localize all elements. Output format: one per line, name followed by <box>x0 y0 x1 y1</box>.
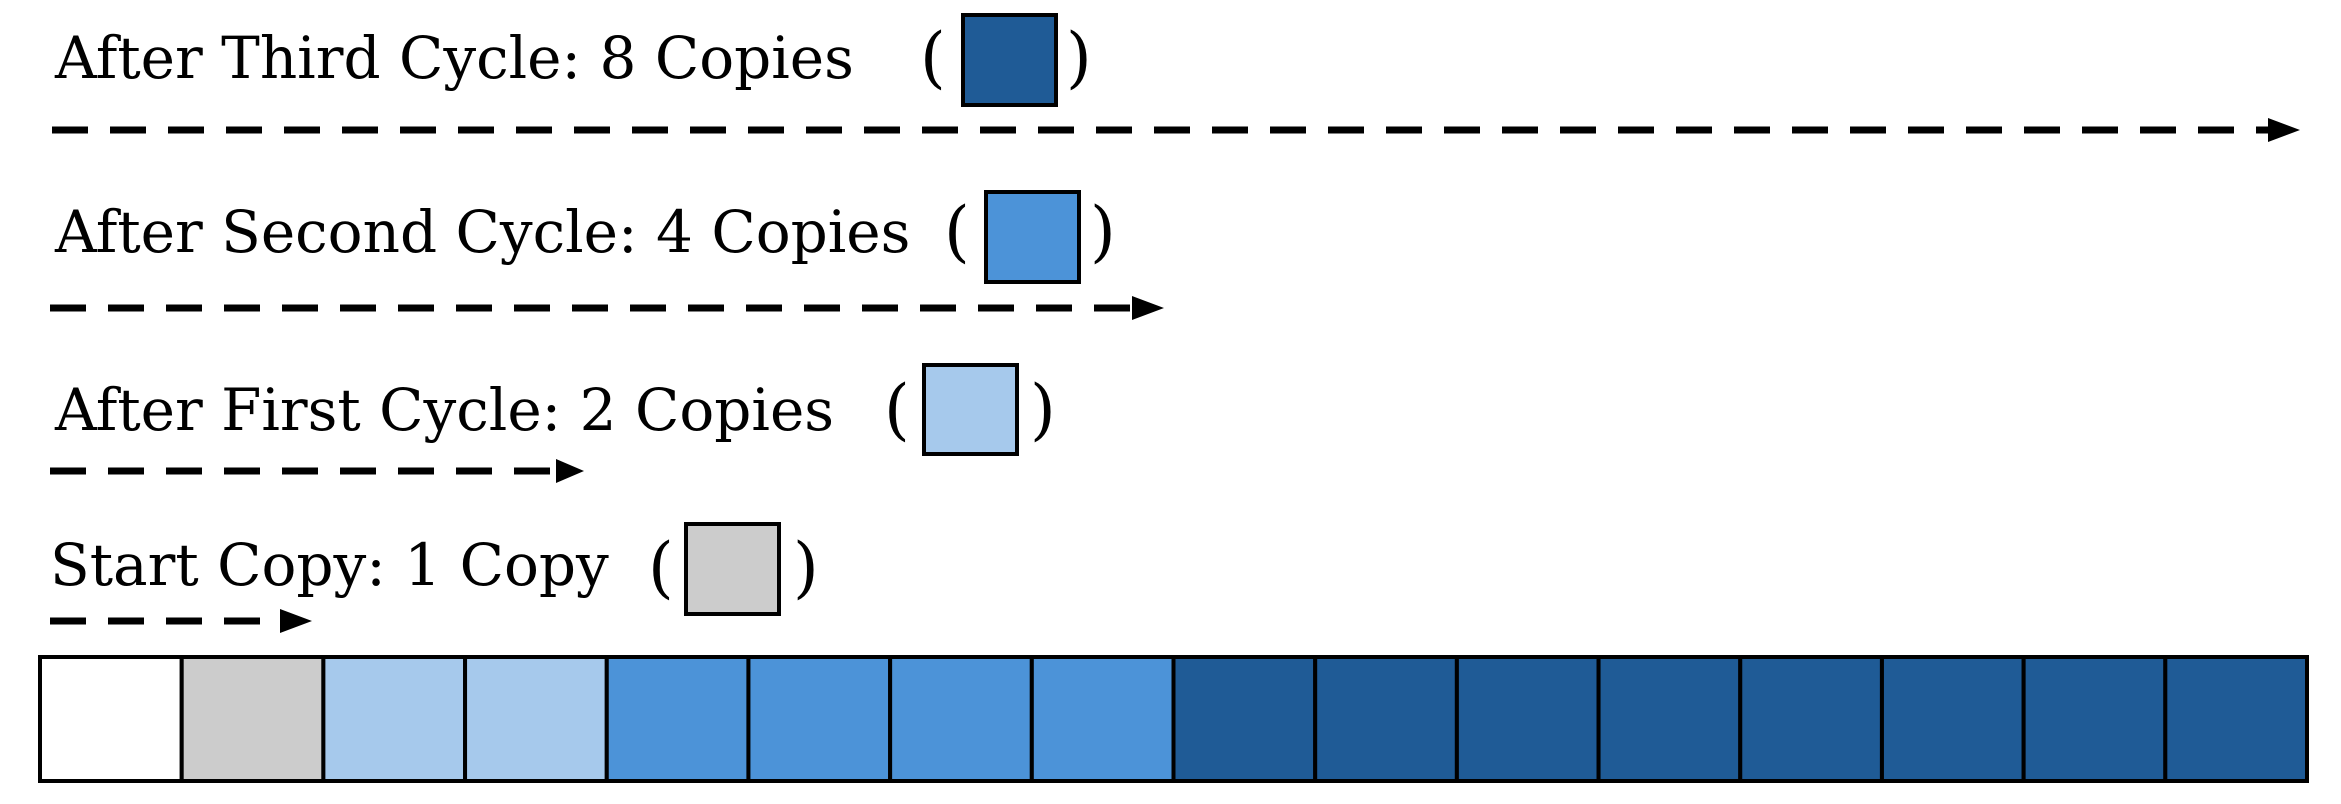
memory-cell <box>179 655 326 783</box>
second-cycle-close-paren: ) <box>1090 193 1116 270</box>
memory-cells <box>38 655 2310 783</box>
memory-cell <box>2163 655 2310 783</box>
second-cycle-open-paren: ( <box>944 193 970 270</box>
third-cycle-close-paren: ) <box>1066 19 1092 96</box>
first-cycle-open-paren: ( <box>884 371 910 448</box>
memory-cell <box>2021 655 2168 783</box>
row-first-cycle: After First Cycle: 2 Copies ( ) <box>50 363 1056 483</box>
memory-cell <box>1029 655 1176 783</box>
memory-cell <box>1738 655 1884 783</box>
start-copy-label: Start Copy: 1 Copy <box>50 531 609 599</box>
start-copy-swatch <box>684 522 781 616</box>
first-cycle-close-paren: ) <box>1030 371 1056 448</box>
memory-cell <box>746 655 893 783</box>
memory-cell <box>1879 655 2026 783</box>
second-cycle-swatch <box>984 190 1081 284</box>
row-third-cycle: After Third Cycle: 8 Copies ( ) <box>52 13 2300 142</box>
memory-cell <box>1171 655 1318 783</box>
third-cycle-label: After Third Cycle: 8 Copies <box>54 24 854 92</box>
memory-cell <box>38 655 184 783</box>
start-copy-arrowhead <box>280 609 312 633</box>
start-copy-close-paren: ) <box>793 529 819 606</box>
memory-cell <box>463 655 609 783</box>
first-cycle-label: After First Cycle: 2 Copies <box>54 376 834 444</box>
first-cycle-swatch <box>922 363 1019 456</box>
row-second-cycle: After Second Cycle: 4 Copies ( ) <box>50 190 1164 320</box>
memory-cell <box>1454 655 1601 783</box>
third-cycle-arrowhead <box>2268 118 2300 142</box>
second-cycle-arrowhead <box>1132 296 1164 320</box>
memory-cell <box>888 655 1034 783</box>
memory-cell <box>604 655 751 783</box>
third-cycle-swatch <box>961 13 1058 107</box>
second-cycle-label: After Second Cycle: 4 Copies <box>54 198 910 266</box>
third-cycle-open-paren: ( <box>920 19 946 96</box>
memory-cell <box>321 655 468 783</box>
row-start-copy: Start Copy: 1 Copy ( ) <box>50 522 819 633</box>
memory-cell <box>1313 655 1459 783</box>
start-copy-open-paren: ( <box>648 529 674 606</box>
first-cycle-arrowhead <box>556 459 584 483</box>
memory-cell <box>1596 655 1743 783</box>
